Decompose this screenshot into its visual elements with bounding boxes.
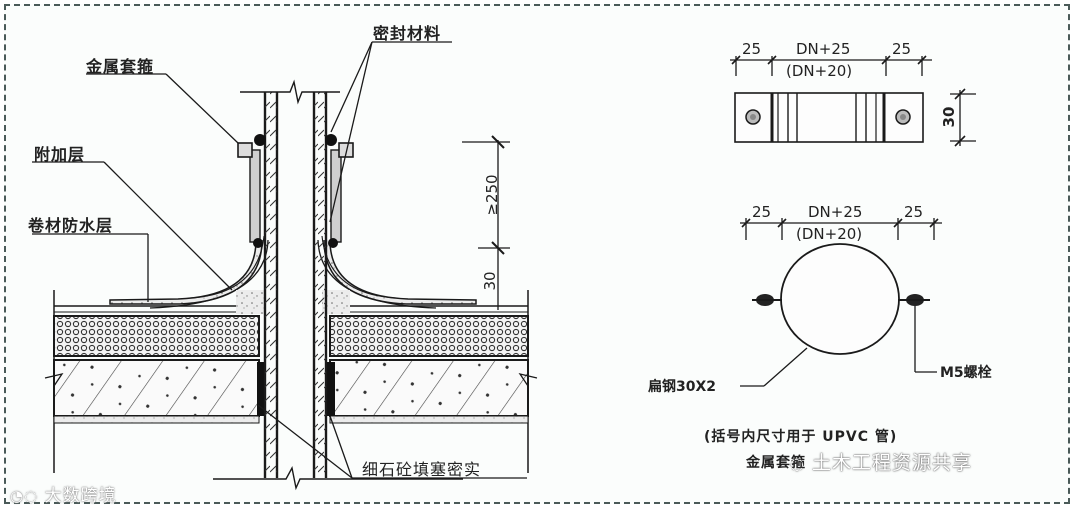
logo-icon: ◔◌	[10, 487, 39, 505]
label-flat-steel: 扁钢30X2	[648, 379, 717, 395]
dim-ring-left: 25	[752, 203, 772, 221]
dim-plan-height: 30	[940, 106, 958, 128]
clamp-ring-view	[740, 218, 942, 387]
label-metal-clamp: 金属套箍	[86, 57, 155, 76]
label-additional-layer: 附加层	[34, 145, 86, 164]
roof-section	[32, 41, 538, 491]
dim-plan-alt: (DN+20)	[786, 62, 853, 80]
label-membrane-waterproof-layer: 卷材防水层	[28, 216, 114, 235]
wechat-icon: ◌	[790, 454, 805, 473]
dim-fillet-height: 30	[481, 271, 499, 291]
watermark-text-right: 土木工程资源共享	[812, 452, 973, 474]
watermark-text-left: 大数跨境	[44, 486, 117, 506]
dim-upturn-height: ≥250	[483, 174, 501, 216]
clamp-title: 金属套箍	[746, 455, 806, 471]
label-sealing-material: 密封材料	[373, 24, 442, 43]
label-fine-concrete-fill: 细石砼填塞密实	[362, 460, 482, 479]
dim-ring-alt: (DN+20)	[796, 225, 863, 243]
dim-plan-center: DN+25	[796, 40, 851, 58]
clamp-plan-view	[730, 55, 976, 147]
dim-ring-center: DN+25	[808, 203, 863, 221]
dim-plan-right: 25	[892, 40, 912, 58]
watermark-bottom-right: ◌ 土木工程资源共享	[790, 448, 972, 475]
dim-plan-left: 25	[742, 40, 762, 58]
dim-ring-right: 25	[904, 203, 924, 221]
label-bolt: M5螺栓	[940, 365, 992, 381]
watermark-bottom-left: ◔◌ 大数跨境	[10, 481, 117, 506]
note-upvc: (括号内尺寸用于 UPVC 管)	[704, 429, 898, 445]
